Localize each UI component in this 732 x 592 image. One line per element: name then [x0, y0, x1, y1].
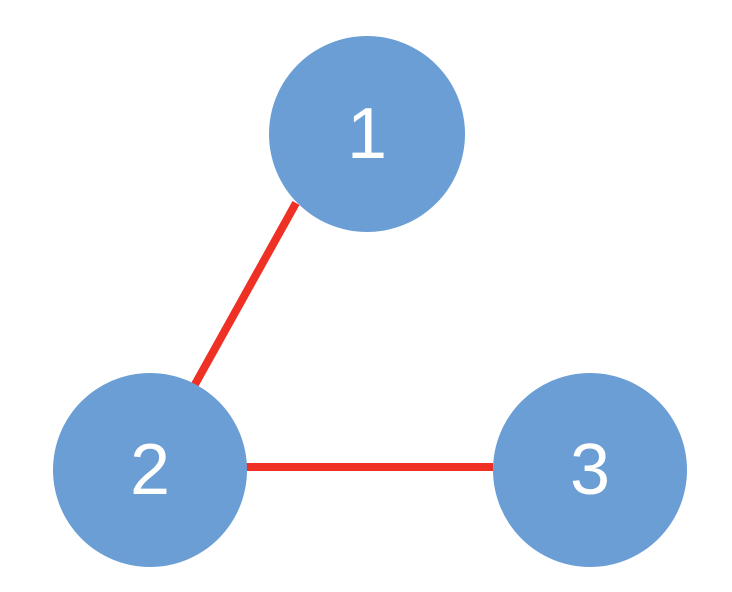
node-label-3: 3	[570, 430, 610, 510]
graph-node-2[interactable]: 2	[53, 373, 247, 567]
graph-node-1[interactable]: 1	[269, 36, 465, 232]
node-circle-3[interactable]	[493, 373, 687, 567]
node-label-1: 1	[347, 94, 387, 174]
node-layer: 1 2 3	[53, 36, 687, 567]
edge-layer	[189, 201, 493, 471]
graph-node-3[interactable]: 3	[493, 373, 687, 567]
graph-edge-1-2[interactable]	[189, 201, 300, 390]
node-label-2: 2	[130, 430, 170, 510]
node-circle-1[interactable]	[269, 36, 465, 232]
node-circle-2[interactable]	[53, 373, 247, 567]
